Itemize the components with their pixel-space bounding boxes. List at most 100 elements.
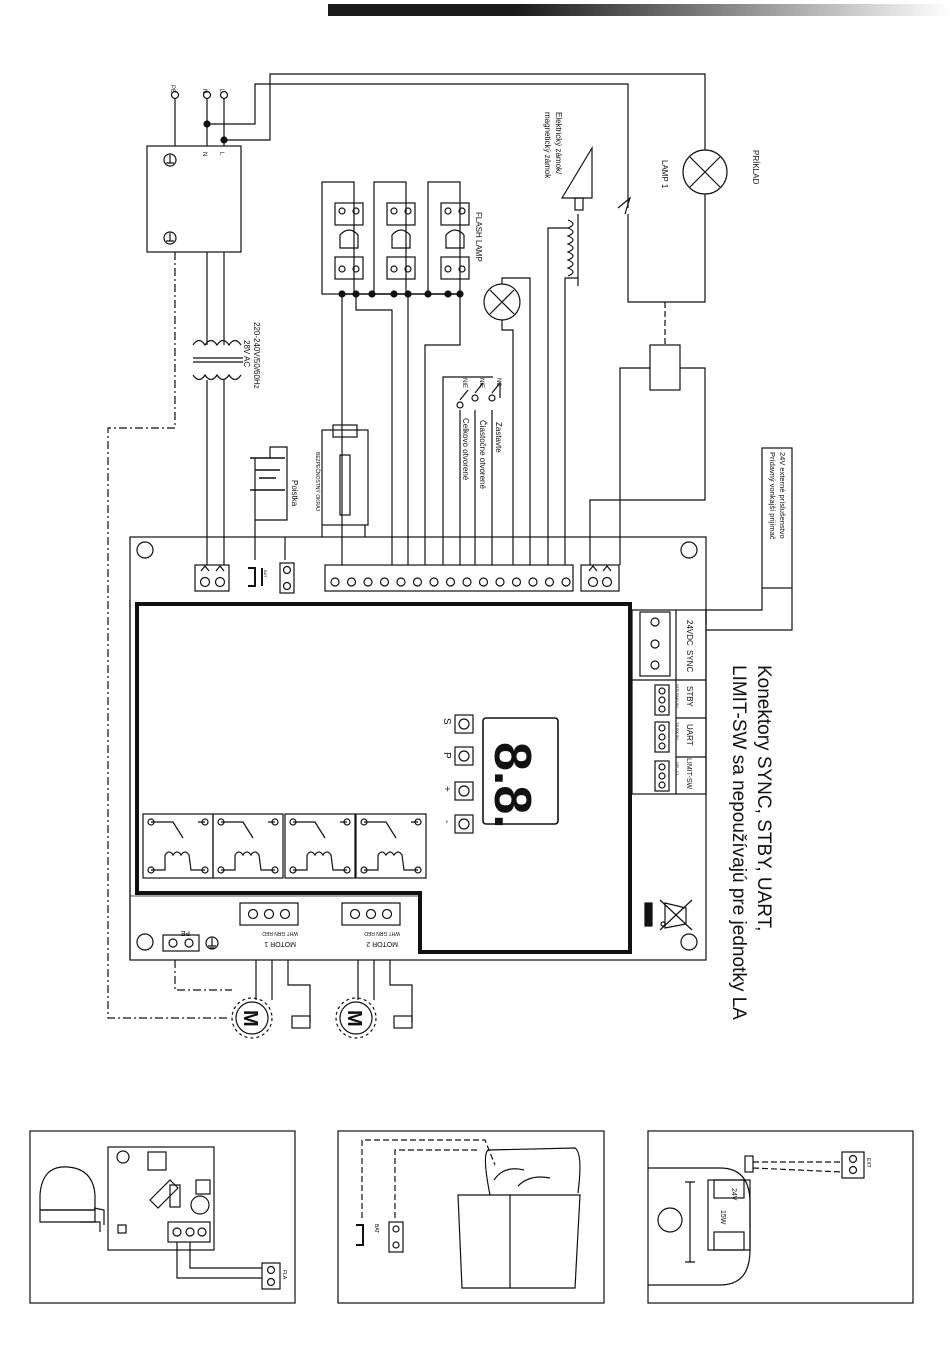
flash-lamp-1	[321, 181, 364, 295]
terminal-screw	[346, 577, 357, 587]
stby-pins-label: STB GND 5V	[675, 684, 680, 708]
terminal-screw	[511, 577, 522, 587]
lamp-bulb-icon	[483, 283, 521, 321]
flash-terminal-label: FLA	[281, 1270, 287, 1280]
fuse	[250, 446, 288, 537]
panel-battery	[337, 1130, 605, 1304]
motor-2-icon	[335, 960, 413, 1039]
header-gradient-bar	[328, 4, 950, 16]
button-s-label: S	[441, 718, 452, 725]
lock-label-1: Elektrický zámok/	[554, 112, 563, 175]
transformer	[192, 339, 243, 381]
terminal-screw	[330, 577, 340, 587]
electric-lock-icon	[547, 145, 593, 537]
button-plus[interactable]	[454, 781, 474, 801]
button-minus[interactable]	[454, 814, 474, 834]
logic-board-outline	[135, 602, 632, 954]
accessory-label-2: Prídavný vonkajší prijímač	[768, 452, 777, 540]
switches	[442, 376, 501, 537]
ext-terminal-label: EXT	[865, 1158, 871, 1168]
motor1-label: MOTOR 1	[264, 940, 296, 947]
uart-pins-label: TX RX 5V	[675, 722, 680, 740]
switch-stop-label: Zastavte	[494, 422, 503, 453]
external-lamp-icon	[648, 1155, 754, 1286]
flash-lamp-pcb	[107, 1146, 215, 1251]
button-p[interactable]	[454, 746, 474, 766]
power-terminal-block[interactable]	[194, 564, 230, 592]
pe-label: PE	[180, 929, 190, 936]
safety-edge-label: BEZPEČNOSTNÝ OKRAJ	[314, 452, 321, 511]
example-lamp-label: LAMP 1	[660, 160, 669, 189]
switch-no1-label: NIE	[478, 378, 484, 388]
terminal-screw	[462, 577, 472, 587]
switch-full-label: Celkovo otvorené	[461, 418, 470, 481]
main-terminal-strip[interactable]	[324, 564, 574, 592]
lamp-power-label: 15W	[719, 1210, 726, 1225]
battery-pack-icon	[457, 1147, 581, 1289]
flash-lamp-2	[373, 181, 416, 295]
button-p-label: P	[441, 752, 452, 759]
block-l-label: L	[218, 152, 224, 156]
terminal-screw	[478, 577, 489, 587]
terminal-pe-label: PE	[169, 85, 175, 93]
battery-board-label: BAT	[263, 570, 268, 578]
motor1-wires-label: WHT GRN RED	[262, 930, 298, 936]
button-minus-label: -	[441, 820, 452, 823]
connectors-note-line1: Konektory SYNC, STBY, UART,	[753, 665, 774, 931]
button-plus-label: +	[441, 786, 452, 792]
mount-hole	[136, 933, 154, 951]
pe-terminal[interactable]	[162, 934, 219, 952]
battery-terminal-label: BAT	[373, 1224, 379, 1233]
battery-terminal[interactable]	[248, 562, 295, 594]
connector-stby-label: STBY	[685, 686, 694, 708]
terminal-screw	[561, 577, 571, 587]
accessory-box	[761, 447, 793, 589]
terminal-l-label: L	[218, 89, 224, 93]
seven-segment-display	[482, 717, 559, 825]
lock-label-2: magnetický zámok	[543, 112, 552, 179]
terminal-screw	[412, 577, 423, 587]
example-relay	[649, 344, 681, 391]
display-digits: 8.8.	[483, 742, 541, 829]
mount-hole	[680, 541, 698, 559]
motor2-wires-label: WHT GRN RED	[364, 930, 400, 936]
relay	[284, 813, 356, 879]
switch-no2-label: NIE	[461, 378, 467, 388]
button-s[interactable]	[454, 714, 474, 734]
flash-lamp-3	[427, 181, 470, 295]
accessory-terminal-block[interactable]	[580, 564, 620, 592]
relay	[212, 813, 284, 879]
power-input-block	[146, 145, 242, 253]
flash-terminal[interactable]	[261, 1262, 281, 1290]
terminal-screw	[495, 577, 505, 587]
switch-nc-label: NC	[495, 378, 501, 387]
connector-limit-label: LIMIT-SW	[685, 758, 692, 790]
motor1-terminal[interactable]	[239, 902, 299, 926]
battery-terminal-panel[interactable]	[356, 1221, 404, 1253]
relay	[142, 813, 214, 879]
terminal-screw	[445, 577, 456, 587]
beacon-lamp-icon	[39, 1166, 105, 1232]
relay-group	[142, 813, 427, 879]
motor-1-icon	[231, 960, 311, 1039]
ext-terminal[interactable]	[841, 1151, 865, 1179]
terminal-n-label: N	[201, 89, 207, 93]
motor2-label: MOTOR 2	[366, 940, 398, 947]
fuse-label: Poistka	[290, 480, 299, 507]
lamp-rating-label: 24V	[730, 1188, 737, 1201]
example-lamp-icon	[682, 149, 728, 195]
connector-sync-label: SYNC	[685, 650, 694, 672]
connector-uart-label: UART	[685, 724, 694, 746]
flash-lamp-label: FLASH LAMP	[474, 212, 483, 262]
terminal-screw	[363, 577, 373, 587]
mount-hole	[136, 541, 154, 559]
connector-24vdc-label: 24VDC	[685, 620, 694, 646]
connector-block[interactable]	[631, 609, 707, 795]
connectors-note-line2: LIMIT-SW sa nepoužívajú pre jednotky LA	[728, 665, 749, 1020]
motor2-terminal[interactable]	[341, 902, 401, 926]
terminal-screw	[528, 577, 538, 587]
relay	[355, 813, 427, 879]
limit-pins-label: OP - CL	[675, 762, 680, 777]
switch-partial-label: Čiastočne otvorené	[478, 420, 487, 489]
